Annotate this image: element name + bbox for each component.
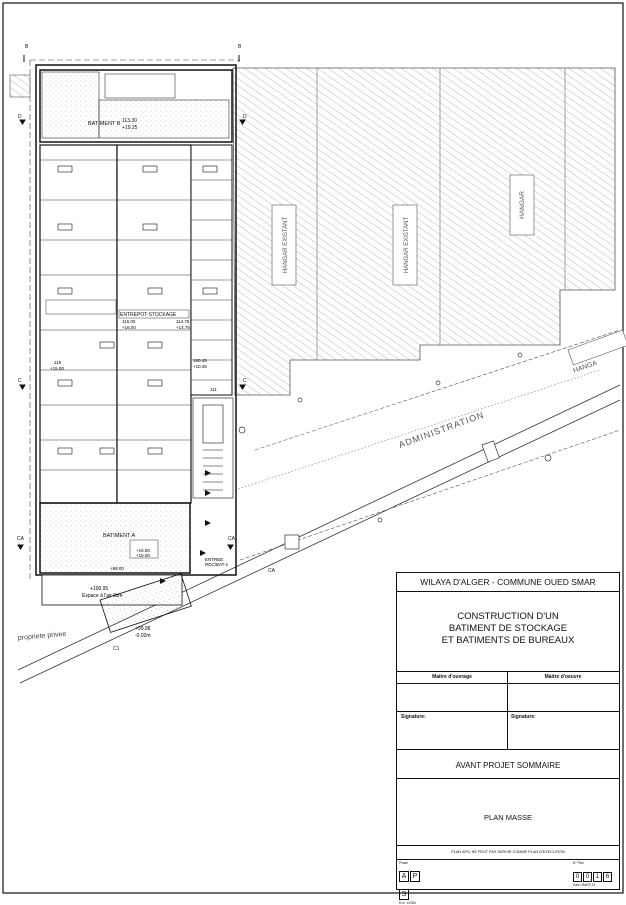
level-002: -0.02m	[135, 633, 151, 639]
section-label-ca-2: CA	[228, 536, 236, 542]
section-markers: D D C C CA CA CA C1 B B	[17, 44, 276, 652]
phase-code-p: P	[410, 871, 420, 882]
phase-code-a: A	[399, 871, 409, 882]
corner-marker	[9, 74, 31, 98]
section-label-b-1: B	[25, 44, 29, 50]
section-label-c1: C1	[113, 646, 120, 652]
signature-left: Signature:	[401, 714, 426, 720]
maitre-oeuvre-label: Maitre d'oeuvre	[544, 674, 582, 680]
batiment-b-level: +19.25	[122, 125, 138, 131]
hangar-label-1: HANGAR EXISTANT	[283, 217, 289, 274]
region-title: WILAYA D'ALGER - COMMUNE OUED SMAR	[420, 577, 596, 587]
entrepot-label: ENTREPOT-STOCKAGE	[120, 312, 177, 318]
level-15: +15.00	[50, 366, 64, 371]
date-label: Date:	[573, 883, 581, 887]
section-label-d-2: D	[243, 114, 247, 120]
project-line-2: BATIMENT DE STOCKAGE	[448, 623, 568, 634]
entrepot-level-1: 116.00	[122, 319, 136, 324]
section-label-c-1: C	[18, 378, 22, 384]
level-160: 160.45	[193, 358, 207, 363]
plan-digit-2: 0	[583, 872, 592, 882]
batiment-b-level-2: 113.30	[122, 118, 137, 124]
level-9998: +99.98	[135, 626, 151, 632]
hangar-zone: HANGAR EXISTANT HANGAR EXISTANT HANGAR	[232, 67, 616, 396]
batiment-a-label: BATIMENT A	[103, 533, 136, 539]
entree-label: ENTREE	[205, 557, 223, 562]
entree-sub-label: RDC/BAT-1	[205, 562, 229, 567]
espace-level: +100.95	[90, 586, 108, 592]
entrepot-level-3: 114.75	[176, 319, 190, 324]
hangar-label-3: HANGAR	[519, 191, 526, 219]
project-line-3: ET BATIMENTS DE BUREAUX	[441, 635, 575, 646]
stair-block	[192, 397, 234, 499]
signature-right: Signature:	[511, 714, 536, 720]
plan-digit-1: 0	[573, 872, 582, 882]
entrepot-level-2: +16.00	[122, 325, 136, 330]
batiment-a: BATIMENT A +16.00 +15.00 +99.00	[39, 502, 191, 574]
section-label-d-1: D	[18, 114, 22, 120]
open-space: +100.95 Espace à l'air libre +99.98 -0.0…	[41, 557, 229, 639]
batiment-a-level: +16.00	[136, 548, 150, 553]
section-label-b-2: B	[238, 44, 242, 50]
private-property-label: propriete privee	[18, 631, 67, 642]
sheet-frame	[2, 2, 624, 894]
project-title: CONSTRUCTION D'UN BATIMENT DE STOCKAGE E…	[397, 611, 619, 647]
plan-title: PLAN MASSE	[484, 813, 532, 822]
echelle-label: Ech.	[399, 901, 406, 905]
execution-note: PLAN APS, NE PEUT PAS SERVIR COMME PLAN …	[451, 850, 565, 854]
phase-code-s: S	[399, 889, 409, 900]
section-label-ca-3: CA	[268, 568, 276, 574]
phase-title: AVANT PROJET SOMMAIRE	[455, 761, 561, 770]
title-block: WILAYA D'ALGER - COMMUNE OUED SMAR CONST…	[396, 572, 620, 905]
level-111: 111	[210, 387, 217, 392]
batiment-a-level-2: +15.00	[136, 553, 150, 558]
date-value: MARS 22	[581, 883, 596, 887]
plan-digit-4: 6	[603, 872, 612, 882]
echelle-value: 1/200e	[406, 901, 417, 905]
maitre-ouvrage-label: Maitre d'ouvrage	[432, 674, 472, 680]
level-115: 115	[54, 360, 62, 365]
level-9900: +99.00	[110, 566, 124, 571]
road-label: ADMINISTRATION	[397, 410, 485, 450]
entrepot-level-4: +14.75	[176, 325, 190, 330]
level-1045: +10.45	[193, 364, 207, 369]
espace-label: Espace à l'air libre	[82, 593, 123, 599]
echelle: Ech. 1/200e	[399, 901, 431, 905]
plan-digit-3: 1	[593, 872, 602, 882]
entrepot-block: ENTREPOT-STOCKAGE 116.00 +16.00 114.75 +…	[39, 144, 233, 504]
batiment-b: BATIMENT B 113.30 +19.25	[39, 69, 233, 143]
section-label-c-2: C	[243, 378, 247, 384]
section-label-ca-1: CA	[17, 536, 25, 542]
plan-no-label: N° Plan	[573, 861, 584, 865]
date: Date: MARS 22	[573, 883, 619, 887]
batiment-b-label: BATIMENT B	[88, 121, 121, 127]
hangar-label-2: HANGAR EXISTANT	[404, 217, 410, 274]
project-line-1: CONSTRUCTION D'UN	[457, 611, 559, 622]
phase-label: Phase	[399, 861, 409, 865]
